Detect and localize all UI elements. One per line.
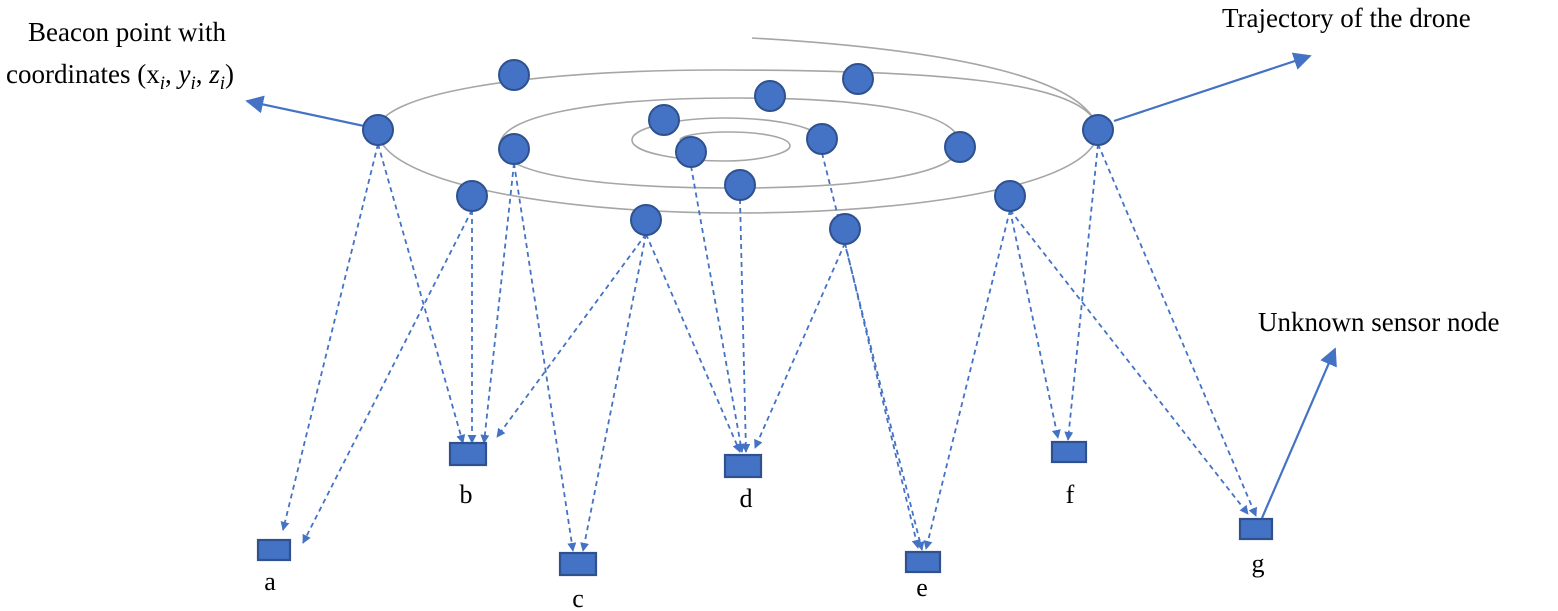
sensor-label-e: e	[916, 573, 928, 602]
sensor-node-b	[448, 441, 488, 467]
beacon-var-y: y	[175, 59, 190, 89]
beacon-sub-x: i	[160, 73, 165, 94]
link-beacon-4-to-sensor-b	[480, 162, 515, 444]
sensor-label-c: c	[572, 584, 584, 611]
sensor-node-c	[558, 551, 598, 577]
sensor-node-g	[1238, 517, 1274, 541]
sensor-label: Unknown sensor node	[1258, 307, 1499, 337]
link-beacon-15-to-sensor-f	[1064, 143, 1099, 441]
callout-labels: Beacon point with coordinates (xi, yi, z…	[6, 3, 1499, 337]
beacon-points	[362, 59, 1114, 245]
beacon-sub-y: i	[190, 73, 195, 94]
beacon-point-9	[754, 80, 786, 112]
sensor-node-a	[256, 538, 292, 562]
sensor-node-e	[904, 550, 942, 574]
beacon-point-14	[994, 180, 1026, 212]
beacon-point-12	[842, 63, 874, 95]
beacon-point-3	[456, 180, 488, 212]
beacon-point-10	[806, 123, 838, 155]
link-beacon-3-to-sensor-a	[302, 209, 473, 544]
beacon-label-line1: Beacon point with	[28, 17, 226, 47]
beacon-point-11	[829, 213, 861, 245]
link-beacon-14-to-sensor-e	[923, 209, 1011, 550]
link-beacon-7-to-sensor-d	[645, 233, 741, 453]
link-beacon-2-to-sensor-b	[377, 143, 466, 444]
sensor-label-g: g	[1252, 549, 1265, 578]
link-beacon-4-to-sensor-c	[513, 162, 577, 552]
beacon-label-prefix: coordinates (x	[6, 59, 160, 89]
sensor-label-f: f	[1066, 480, 1075, 509]
beacon-point-13	[944, 131, 976, 163]
link-beacon-2-to-sensor-a	[280, 143, 379, 531]
trajectory-callout-arrow	[1113, 52, 1312, 123]
beacon-point-2	[362, 114, 394, 146]
beacon-sep-2: ,	[196, 59, 210, 89]
sensor-label-b: b	[460, 480, 473, 509]
beacon-point-8	[724, 169, 756, 201]
sensor-node-d	[723, 453, 763, 479]
beacon-point-1	[498, 59, 530, 91]
link-beacon-10-to-sensor-e	[821, 152, 925, 551]
beacon-sensor-links	[280, 143, 1257, 552]
link-beacon-11-to-sensor-d	[754, 242, 846, 449]
link-beacon-6-to-sensor-d	[690, 165, 746, 453]
beacon-point-15	[1082, 114, 1114, 146]
beacon-callout-arrow	[245, 95, 379, 131]
link-beacon-8-to-sensor-d	[739, 198, 751, 453]
link-beacon-14-to-sensor-g	[1009, 209, 1249, 515]
link-beacon-7-to-sensor-c	[580, 233, 647, 552]
sensor-callout-arrow	[1260, 347, 1337, 519]
sensor-label-a: a	[264, 567, 276, 596]
link-beacon-11-to-sensor-e	[844, 242, 921, 549]
beacon-close-paren: )	[225, 59, 234, 89]
link-beacon-14-to-sensor-f	[1009, 209, 1061, 439]
beacon-var-z: z	[208, 59, 220, 89]
callout-arrows	[245, 52, 1337, 519]
beacon-point-6	[675, 136, 707, 168]
beacon-sep-1: ,	[165, 59, 179, 89]
beacon-point-7	[630, 204, 662, 236]
sensor-node-f	[1050, 440, 1088, 464]
beacon-point-4	[498, 133, 530, 165]
trajectory-label: Trajectory of the drone	[1222, 3, 1471, 33]
beacon-sub-z: i	[220, 73, 225, 94]
sensor-nodes: a b c d e f g	[256, 440, 1274, 611]
beacon-label-line2: coordinates (xi, yi, zi)	[6, 59, 234, 94]
link-beacon-7-to-sensor-b	[496, 233, 647, 438]
beacon-point-5	[648, 104, 680, 136]
sensor-label-d: d	[740, 484, 753, 513]
link-beacon-15-to-sensor-g	[1097, 143, 1257, 517]
spiral-outer-tail	[751, 37, 1099, 131]
